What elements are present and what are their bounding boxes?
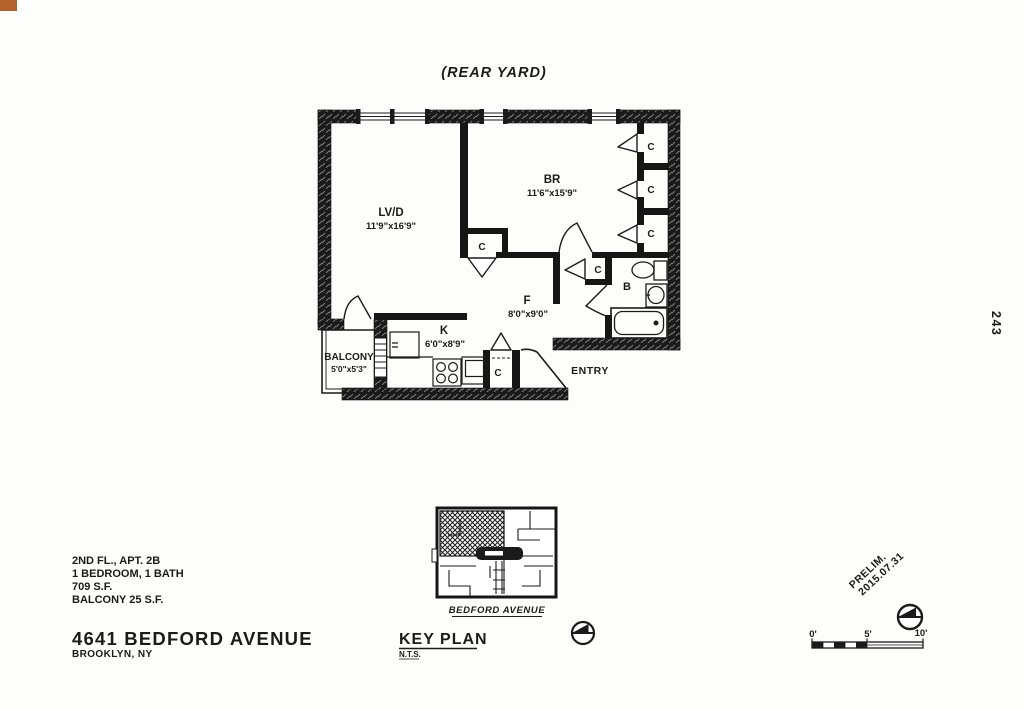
bathroom-fixtures bbox=[610, 260, 668, 339]
closet-door-symbols bbox=[467, 133, 638, 351]
bedroom-label: BR bbox=[544, 174, 561, 186]
apartment-plan: LV/D 11'9"x16'9" BR 11'6"x15'9" K 6'0"x8… bbox=[317, 109, 681, 401]
bath-door-arc bbox=[584, 284, 608, 317]
address-city: BROOKLYN, NY bbox=[72, 649, 153, 660]
info-area: 709 S.F. bbox=[72, 581, 112, 593]
scale-tick-0: 0' bbox=[809, 629, 817, 640]
bathtub bbox=[610, 307, 668, 339]
prelim-stamp: PRELIM. 2015.07.31 bbox=[847, 550, 907, 598]
windows bbox=[356, 109, 621, 378]
north-arrow-icon bbox=[896, 603, 924, 631]
closet-label: C bbox=[647, 185, 654, 196]
key-plan: BEDFORD AVENUE KEY PLAN N.T.S. bbox=[399, 506, 558, 660]
bedroom-dims: 11'6"x15'9" bbox=[527, 188, 577, 199]
key-plan-street-label: BEDFORD AVENUE bbox=[449, 605, 546, 616]
kitchen-label: K bbox=[440, 325, 449, 337]
balcony-label: BALCONY bbox=[324, 352, 374, 363]
balcony-outline bbox=[321, 329, 376, 394]
toilet-tank bbox=[653, 260, 668, 281]
closet-label: C bbox=[647, 142, 654, 153]
bath-label: B bbox=[623, 281, 631, 293]
closet-label: C bbox=[647, 229, 654, 240]
info-balcony-area: BALCONY 25 S.F. bbox=[72, 594, 164, 606]
foyer-label: F bbox=[523, 295, 530, 307]
closet-label: C bbox=[594, 265, 601, 276]
living-room-label: LV/D bbox=[378, 207, 403, 219]
refrigerator bbox=[389, 331, 420, 359]
exterior-walls bbox=[317, 109, 681, 401]
toilet-bowl bbox=[631, 261, 655, 279]
info-bed-bath: 1 BEDROOM, 1 BATH bbox=[72, 568, 184, 580]
room-labels: LV/D 11'9"x16'9" BR 11'6"x15'9" K 6'0"x8… bbox=[324, 142, 654, 379]
kitchen-fixtures bbox=[387, 331, 512, 387]
foyer-dims: 8'0"x9'0" bbox=[508, 309, 548, 320]
apartment-info-block: 2ND FL., APT. 2B 1 BEDROOM, 1 BATH 709 S… bbox=[72, 555, 313, 660]
scale-tick-10: 10' bbox=[915, 628, 928, 639]
page-number: 243 bbox=[989, 311, 1003, 336]
balcony-dims: 5'0"x5'3" bbox=[331, 364, 367, 374]
entry-label: ENTRY bbox=[571, 365, 609, 377]
scan-corner-artifact bbox=[0, 0, 17, 11]
bedroom-door-arc bbox=[558, 222, 593, 253]
stove bbox=[432, 358, 462, 387]
rear-yard-label: (REAR YARD) bbox=[441, 65, 547, 81]
swing-doors bbox=[343, 222, 608, 389]
closet-label: C bbox=[494, 368, 501, 379]
scale-tick-5: 5' bbox=[864, 629, 872, 640]
address-title: 4641 BEDFORD AVENUE bbox=[72, 628, 313, 649]
info-floor-apt: 2ND FL., APT. 2B bbox=[72, 555, 160, 567]
entry-door-arc bbox=[520, 348, 567, 389]
key-plan-scale-note: N.T.S. bbox=[399, 650, 421, 659]
key-plan-title: KEY PLAN bbox=[399, 631, 488, 648]
scale-bar: 0' 5' 10' bbox=[809, 628, 928, 649]
closet-label: C bbox=[478, 242, 485, 253]
living-room-dims: 11'9"x16'9" bbox=[366, 221, 416, 232]
kitchen-sink bbox=[461, 356, 488, 385]
balcony-door-arc bbox=[343, 295, 372, 320]
kitchen-dims: 6'0"x8'9" bbox=[425, 339, 465, 350]
north-arrow-icon bbox=[570, 620, 596, 646]
